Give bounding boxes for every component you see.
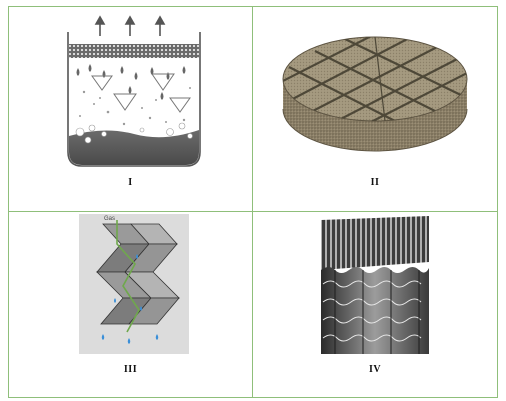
demister-vessel-diagram-icon [67, 15, 201, 167]
corrugated-vane-plates-icon [321, 216, 429, 354]
vane-pack-diagram-icon: Gas [79, 214, 189, 354]
vane-zigzag-shape [96, 220, 180, 344]
panel-3-label: III [123, 364, 138, 375]
wire-mesh-pad-icon [282, 36, 468, 152]
panel-1: I [9, 7, 252, 211]
panel-2: II [253, 7, 497, 211]
panel-2-label: II [370, 177, 380, 188]
panel-3: Gas III [9, 212, 252, 397]
gas-label: Gas [104, 216, 116, 222]
panel-4-label: IV [368, 364, 382, 375]
panel-4: IV [253, 212, 497, 397]
panel-1-label: I [128, 177, 133, 188]
